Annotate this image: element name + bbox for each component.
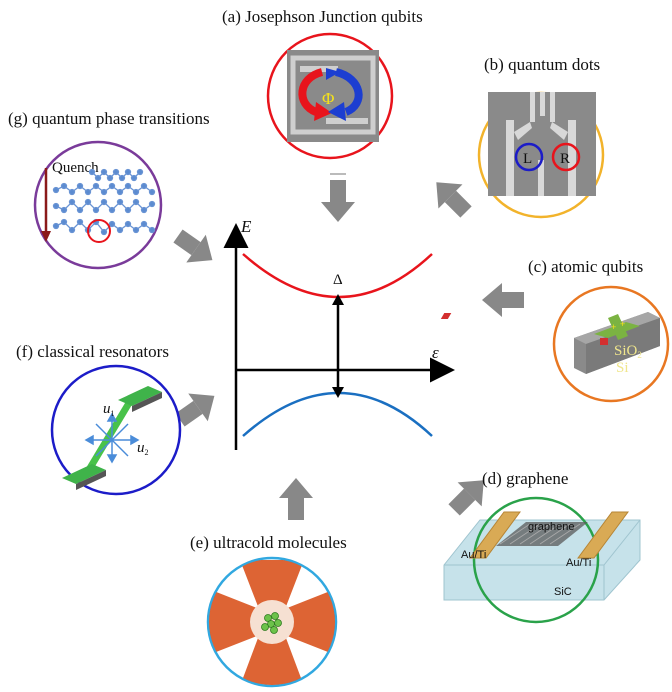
resonator-beam [86,398,136,468]
spin-chain [52,168,156,236]
svg-text:+: + [611,322,616,332]
lower-energy-curve [242,391,433,437]
connector-arrows [173,173,524,520]
panel-d-label: (d) graphene [482,469,568,488]
panel-f-label: (f) classical resonators [16,342,169,361]
panel-c-label: (c) atomic qubits [528,257,643,276]
au-ti-right: Au/Ti [566,557,591,569]
gap-arrow-head-up [332,294,344,305]
e-axis-label: E [240,217,252,236]
arrow-from-f [175,393,215,427]
panel-e: (e) ultracold molecules [190,533,347,688]
arrow-from-g [173,229,213,263]
arrow-from-d [448,480,484,516]
au-pad-left [469,511,521,559]
panel-a: (a) Josephson Junction qubits Φ [222,7,423,160]
gap-arrow-head-down [332,387,344,398]
dot-left [514,142,544,172]
displacement-arrows [84,412,140,464]
sic-text: SiC [554,586,572,598]
si-label: Si [616,360,629,376]
quench-label: Quench [52,160,99,176]
au-pad-right [577,511,629,559]
u2-label: u2 [137,440,149,457]
dot-left-label: L [523,151,532,167]
panel-b: (b) quantum dots L R [477,55,605,219]
flux-arrow-red [298,68,324,116]
dot-right [551,142,581,172]
panel-a-label: (a) Josephson Junction qubits [222,7,423,26]
gap-label: Δ [333,272,343,288]
epsilon-axis-label: ε [432,343,439,362]
sio2-label: SiO2 [614,343,642,360]
panel-c: (c) atomic qubits + + SiO2 Si [440,257,670,403]
defect-highlight [87,219,111,243]
panel-b-label: (b) quantum dots [484,55,600,74]
arrow-from-c [482,283,524,317]
svg-text:+: + [620,319,625,329]
arrow-from-a [321,173,355,222]
au-ti-left: Au/Ti [461,549,486,561]
panel-f: (f) classical resonators u1 u2 [16,342,182,496]
arrow-from-e [279,478,313,520]
u1-label: u1 [103,401,115,418]
panel-d-circle [472,496,600,624]
panel-g-label: (g) quantum phase transitions [8,109,210,128]
panel-d: (d) graphene graphene Au/Ti Au/Ti SiC [443,469,641,624]
graphene-text: graphene [528,521,575,533]
qd-gates [506,92,576,196]
panel-g: (g) quantum phase transitions Quench [8,109,210,270]
flux-arrow-blue [334,68,363,116]
graphene-sheet [496,522,588,546]
molecule-cluster [261,612,282,634]
energy-diagram: E ε Δ [223,217,455,450]
dot-right-label: R [560,151,570,167]
flux-symbol: Φ [322,89,334,108]
arrow-from-b [436,182,472,218]
panel-e-label: (e) ultracold molecules [190,533,347,552]
